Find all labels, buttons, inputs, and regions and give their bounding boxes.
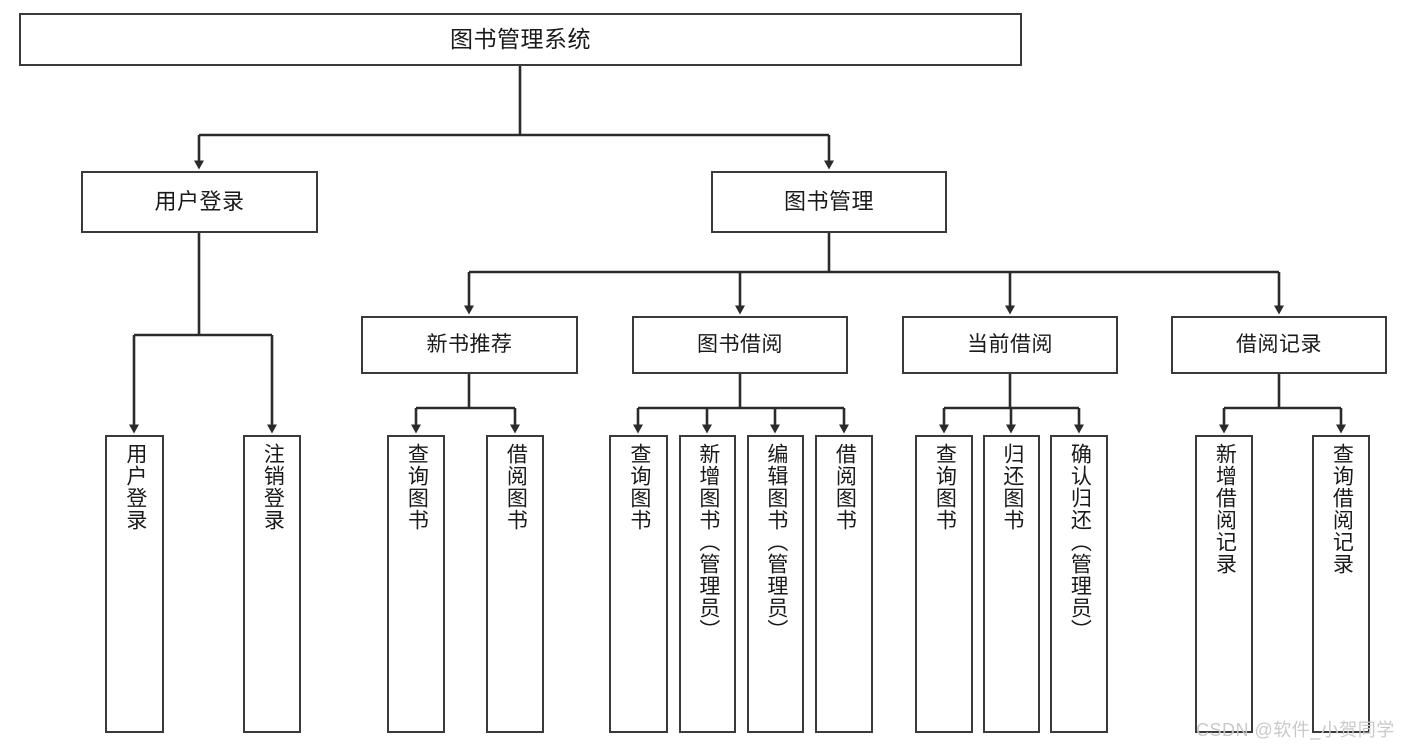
node-label: 图书借阅 [697,333,783,357]
node-label: 确认归还（管理员） [1068,443,1092,641]
node-leaf-borrow-book[interactable]: 借阅图书 [815,435,873,733]
node-leaf-query-book-current[interactable]: 查询图书 [915,435,973,733]
node-label: 查询借阅记录 [1330,443,1354,575]
node-leaf-confirm-return-admin[interactable]: 确认归还（管理员） [1050,435,1108,733]
node-leaf-add-borrow-record[interactable]: 新增借阅记录 [1195,435,1253,733]
node-label: 用户登录 [123,443,147,531]
node-leaf-query-borrow-record[interactable]: 查询借阅记录 [1312,435,1370,733]
node-label: 借阅图书 [833,443,857,531]
node-leaf-borrow-book-rec[interactable]: 借阅图书 [486,435,544,733]
node-leaf-logout-login[interactable]: 注销登录 [243,435,301,733]
node-leaf-add-book-admin[interactable]: 新增图书（管理员） [679,435,736,733]
node-root[interactable]: 图书管理系统 [19,13,1022,66]
node-label: 新增借阅记录 [1213,443,1237,575]
node-leaf-edit-book-admin[interactable]: 编辑图书（管理员） [747,435,804,733]
node-label: 用户登录 [154,188,245,214]
node-leaf-user-login[interactable]: 用户登录 [105,435,164,733]
node-label: 图书管理 [783,188,874,214]
node-user-login[interactable]: 用户登录 [81,171,318,233]
node-label: 借阅图书 [504,443,528,531]
node-current-borrow[interactable]: 当前借阅 [902,316,1118,374]
node-label: 注销登录 [261,443,285,531]
node-label: 查询图书 [627,443,651,531]
node-borrow-record[interactable]: 借阅记录 [1171,316,1387,374]
node-book-manage[interactable]: 图书管理 [711,171,947,233]
node-book-borrow[interactable]: 图书借阅 [632,316,848,374]
node-leaf-query-book-rec[interactable]: 查询图书 [387,435,445,733]
node-leaf-query-book-borrow[interactable]: 查询图书 [609,435,668,733]
node-label: 归还图书 [1000,443,1024,531]
node-label: 查询图书 [933,443,957,531]
node-label: 图书管理系统 [450,25,591,52]
node-label: 编辑图书（管理员） [764,443,788,641]
node-label: 查询图书 [405,443,429,531]
node-label: 借阅记录 [1236,333,1322,357]
node-new-book-recommend[interactable]: 新书推荐 [361,316,578,374]
node-leaf-return-book[interactable]: 归还图书 [983,435,1040,733]
node-label: 新增图书（管理员） [696,443,720,641]
node-label: 当前借阅 [967,333,1053,357]
node-label: 新书推荐 [426,333,513,357]
